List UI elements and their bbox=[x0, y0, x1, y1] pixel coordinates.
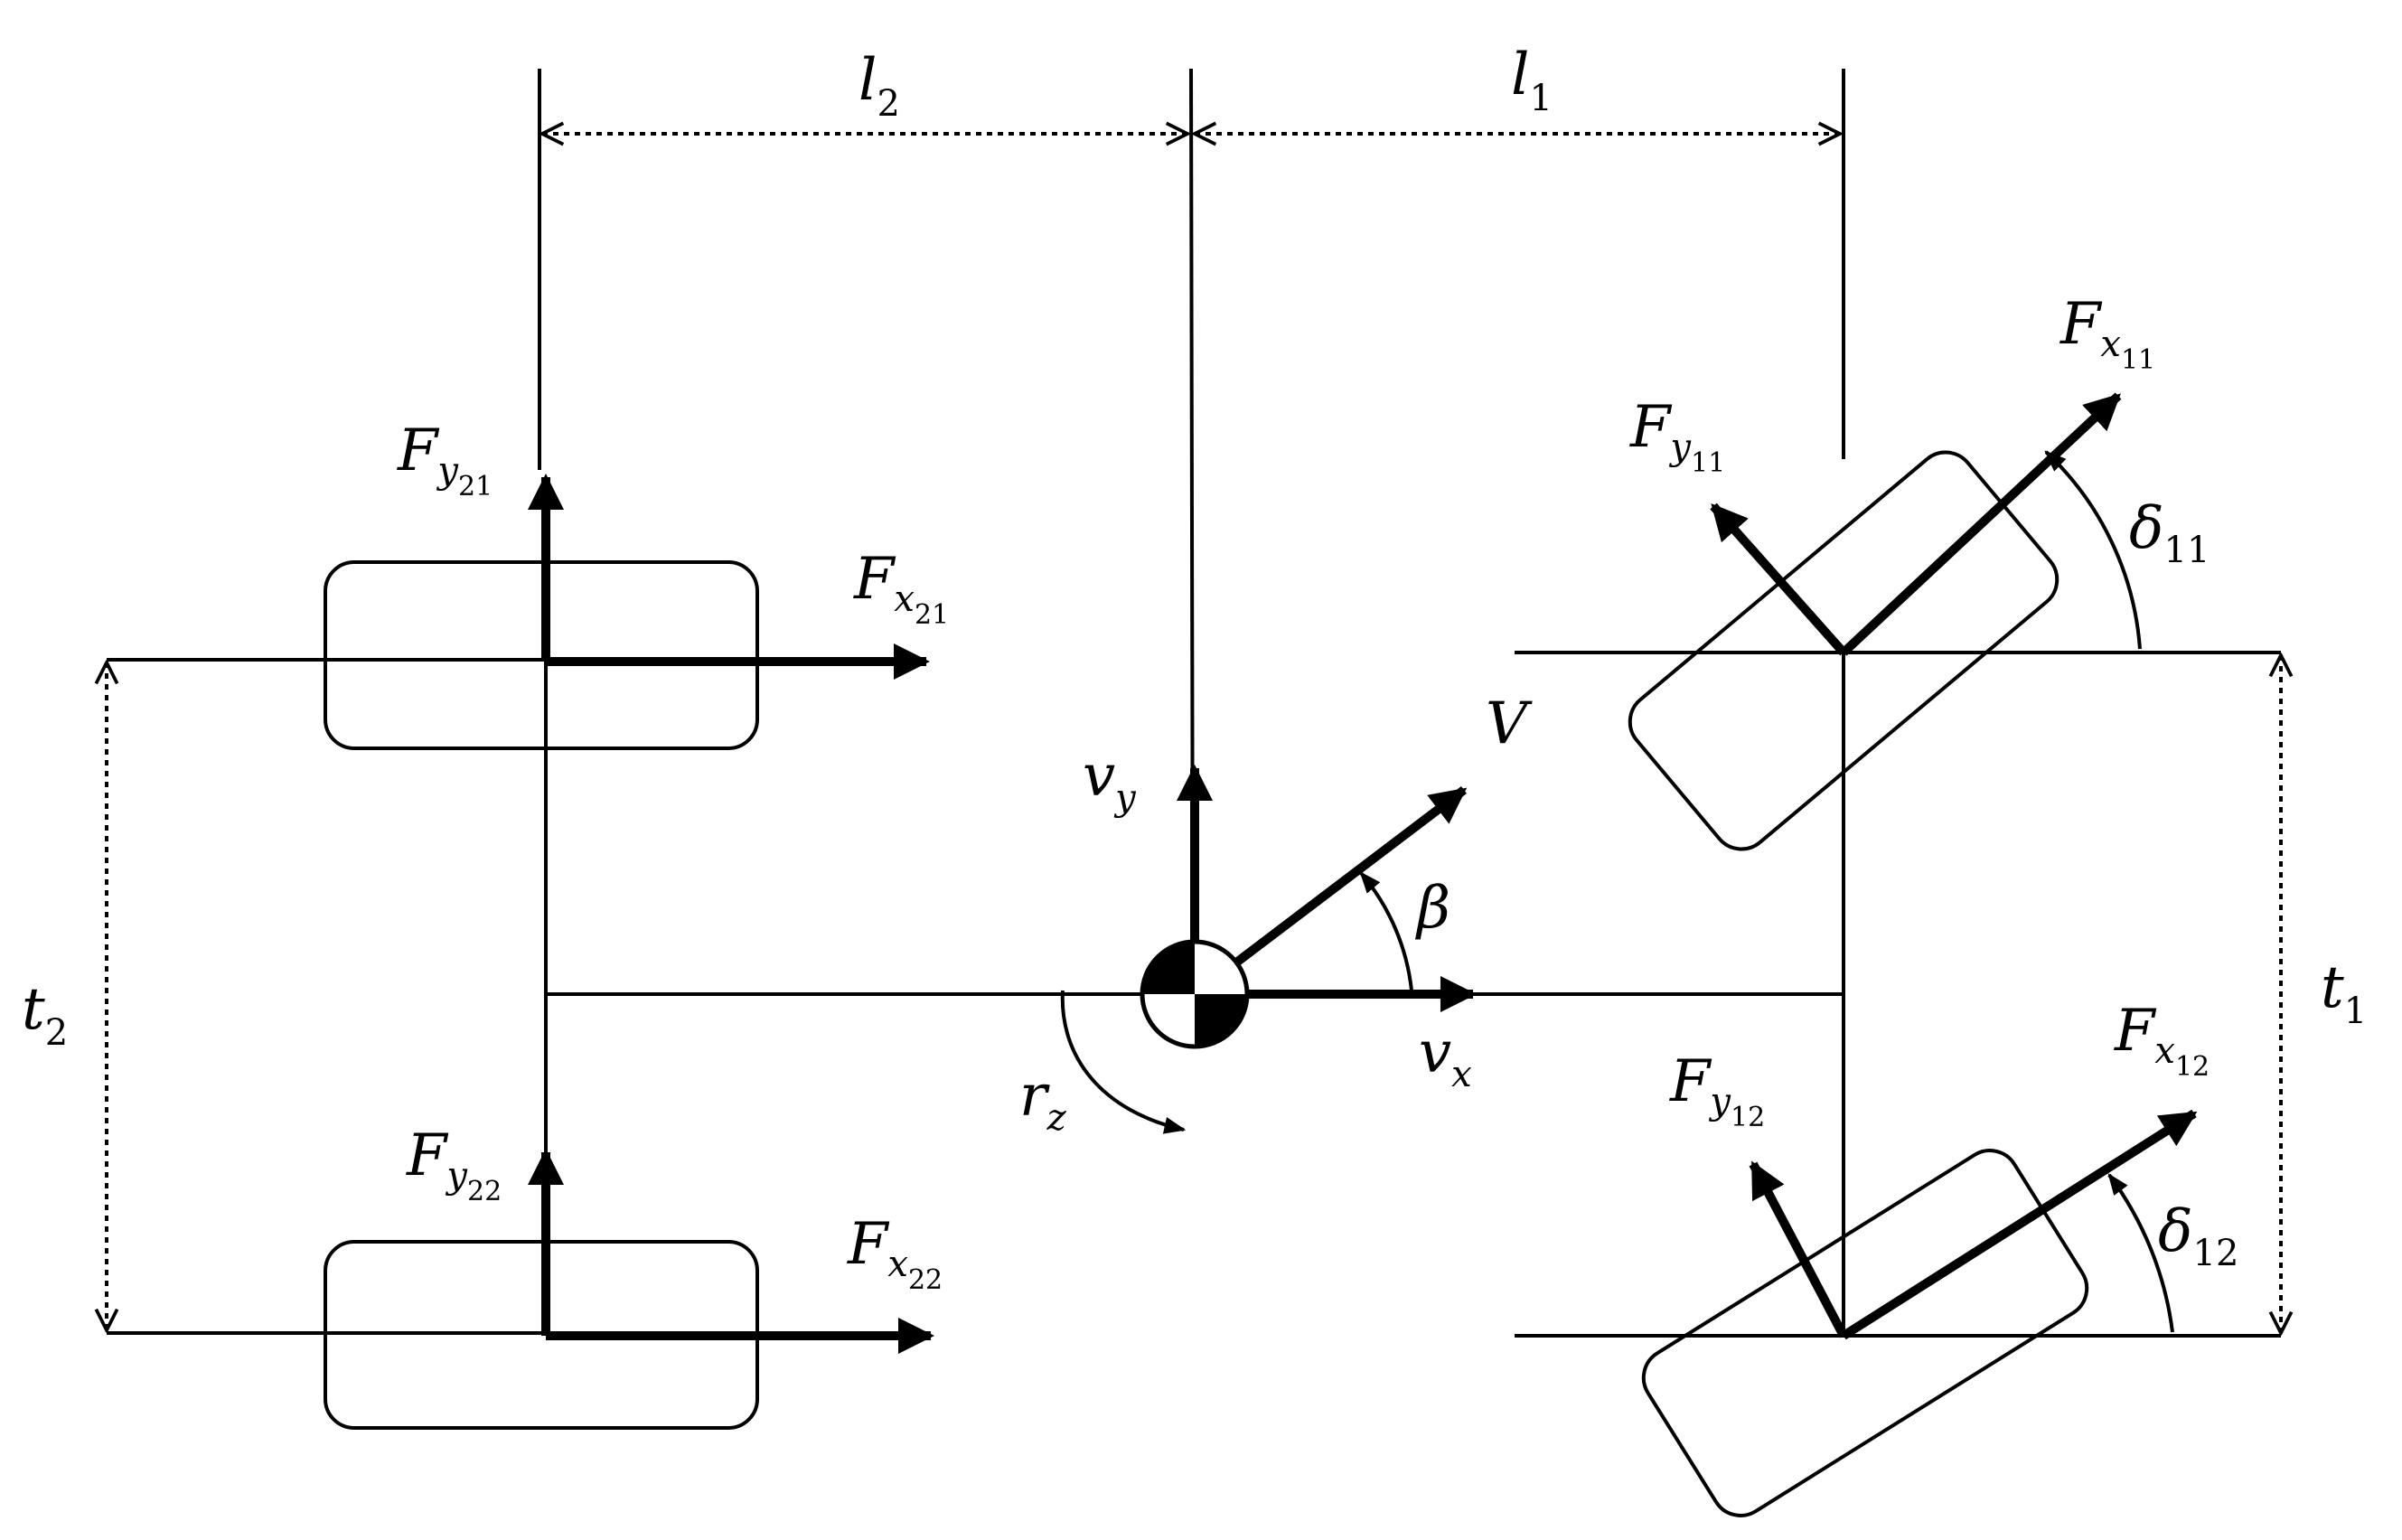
label-V: V bbox=[1486, 690, 1533, 757]
Fy11-arrow bbox=[1710, 502, 1847, 656]
label-Fx21: Fx21 bbox=[853, 546, 949, 631]
delta11-arc bbox=[2044, 450, 2142, 650]
label-delta12: δ12 bbox=[2158, 1198, 2238, 1274]
label-delta11: δ11 bbox=[2129, 495, 2210, 571]
label-l2: l2 bbox=[859, 47, 900, 125]
Fx11-arrow bbox=[1840, 392, 2122, 656]
label-l1: l1 bbox=[1511, 42, 1553, 119]
center-of-gravity-symbol bbox=[1140, 939, 1250, 1049]
Fy12-arrow bbox=[1749, 1160, 1848, 1338]
Fx12-arrow bbox=[1841, 1109, 2198, 1340]
front-right-wheel bbox=[1641, 1149, 2089, 1517]
label-Fx12: Fx12 bbox=[2114, 998, 2210, 1083]
label-beta: β bbox=[1415, 875, 1450, 942]
label-Fy11: Fy11 bbox=[1629, 394, 1725, 479]
beta-arc bbox=[1359, 871, 1413, 991]
delta12-arc bbox=[2107, 1173, 2174, 1333]
label-Fx11: Fx11 bbox=[2060, 291, 2155, 376]
rz-arc bbox=[1060, 990, 1187, 1134]
label-Fy22: Fy22 bbox=[406, 1122, 502, 1207]
label-vx: vx bbox=[1419, 1019, 1472, 1095]
V-arrow bbox=[1191, 786, 1468, 998]
label-vy: vy bbox=[1083, 743, 1137, 819]
label-Fx22: Fx22 bbox=[847, 1211, 943, 1296]
label-t1: t1 bbox=[2321, 954, 2367, 1032]
label-Fy21: Fy21 bbox=[397, 418, 493, 502]
label-t2: t2 bbox=[22, 976, 68, 1054]
label-rz: rz bbox=[1019, 1063, 1067, 1139]
label-Fy12: Fy12 bbox=[1669, 1048, 1765, 1133]
